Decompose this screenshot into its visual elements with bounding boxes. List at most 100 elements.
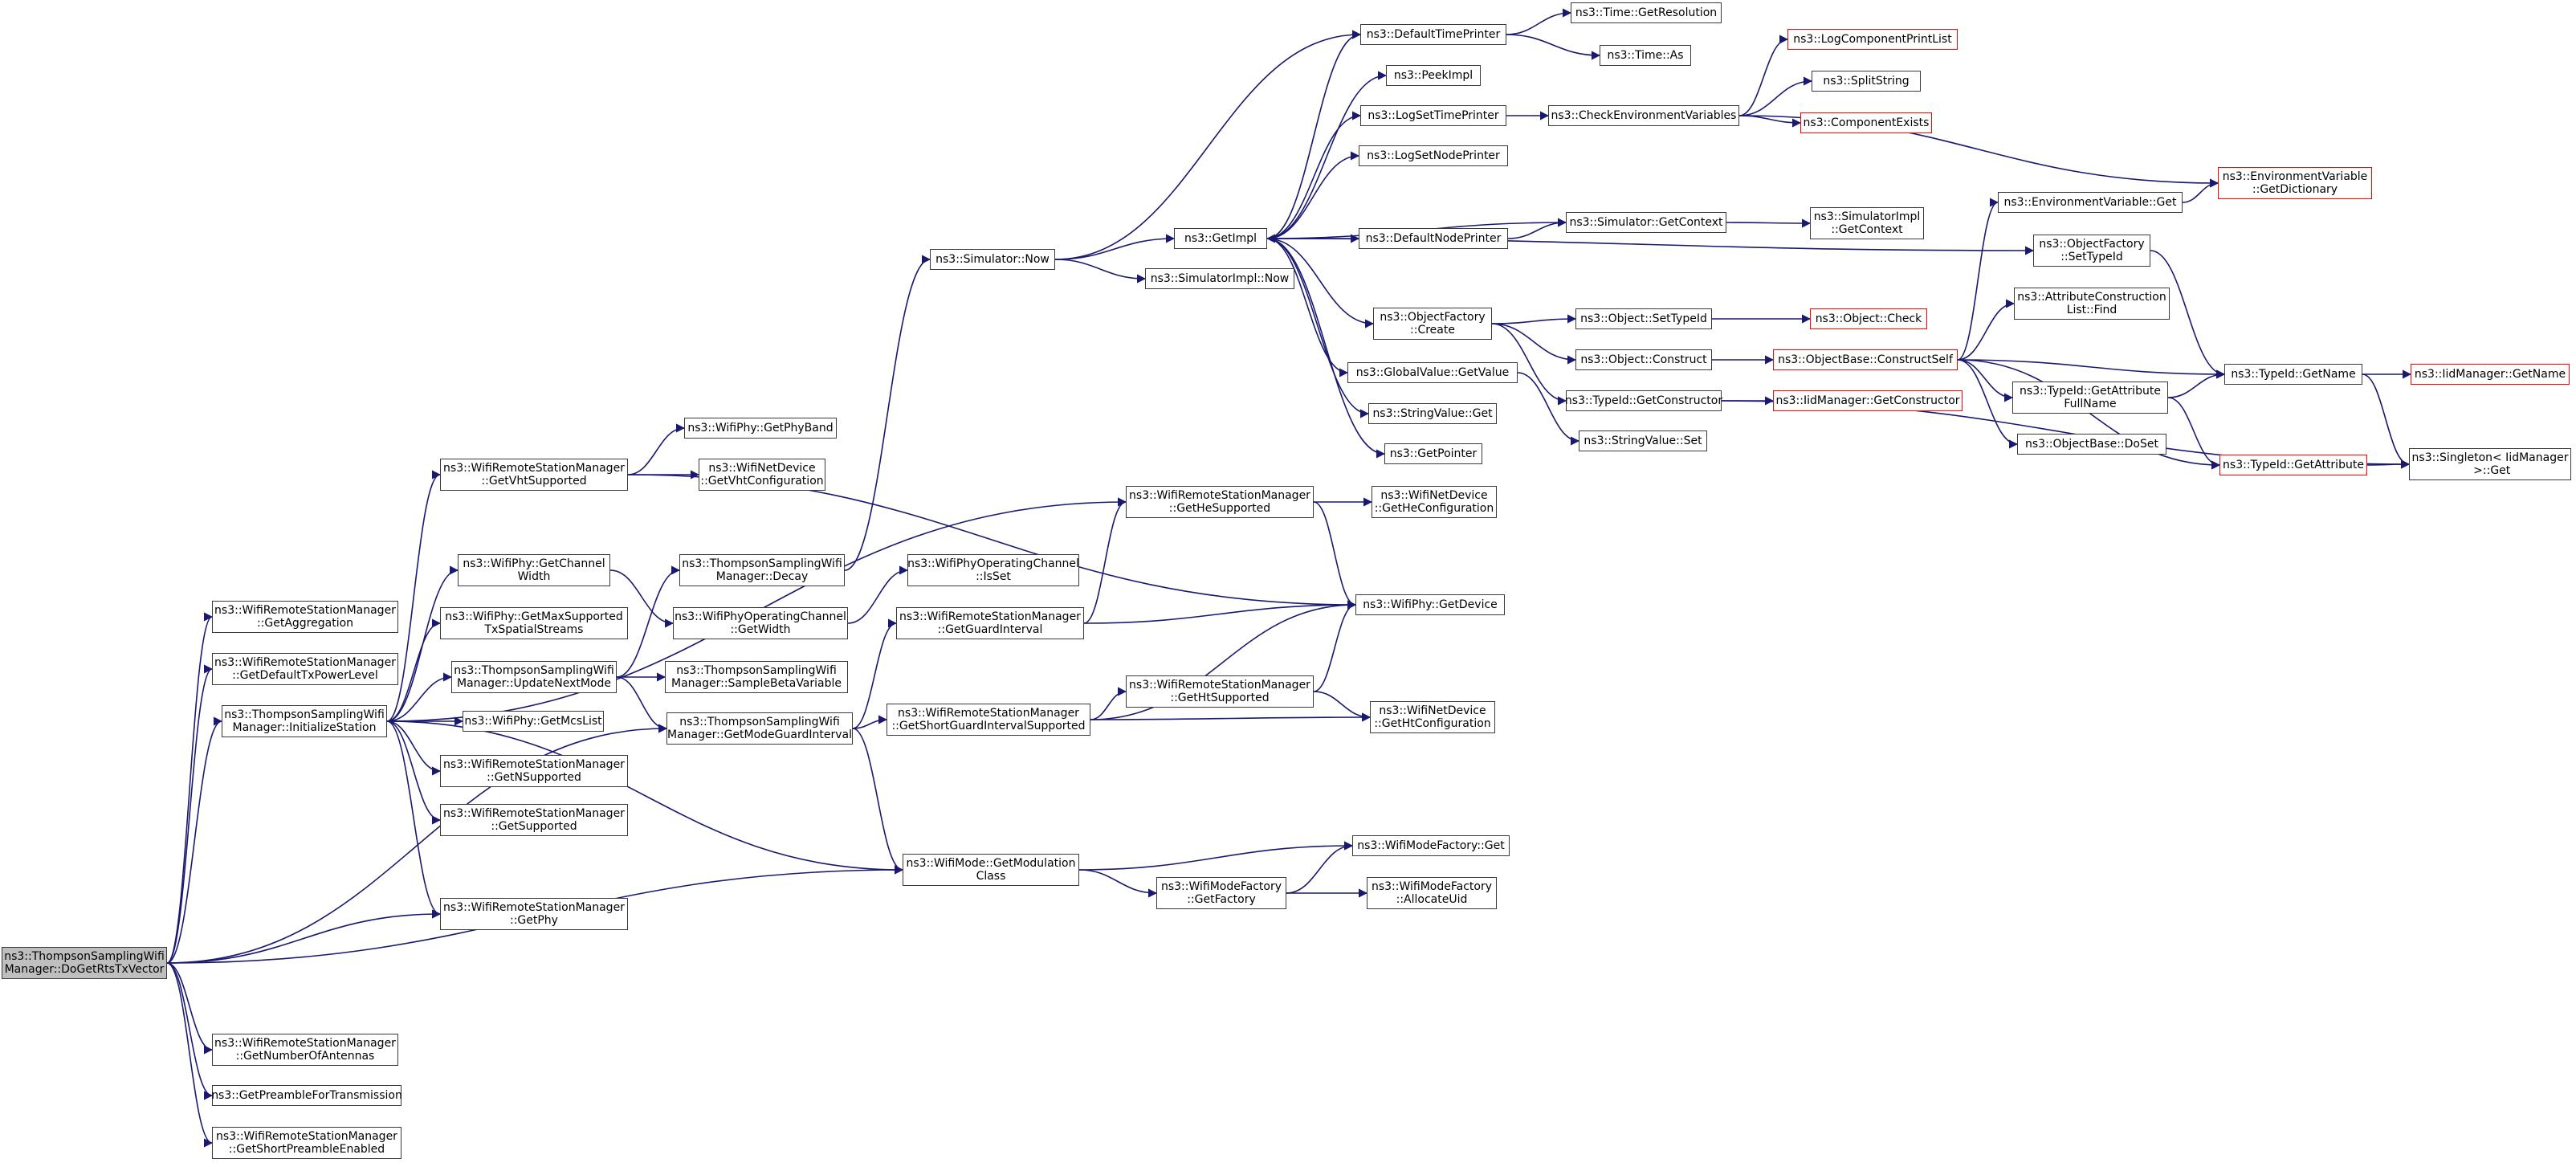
node-get-modulation-class[interactable]: ns3::WifiMode::GetModulation Class xyxy=(903,854,1079,886)
node-get-vht-configuration[interactable]: ns3::WifiNetDevice ::GetVhtConfiguration xyxy=(699,459,825,491)
call-edge-check-environment-variables-to-split-string xyxy=(1738,76,1813,116)
call-edge-get-short-guard-interval-supported-to-phy-get-device xyxy=(1090,600,1357,720)
call-edge-initialize-station-to-get-max-supported-tx-spatial-streams xyxy=(386,618,442,722)
node-log-component-print-list[interactable]: ns3::LogComponentPrintList xyxy=(1787,29,1958,50)
call-edge-get-impl-to-object-factory-create xyxy=(1266,238,1375,328)
node-get-n-supported[interactable]: ns3::WifiRemoteStationManager ::GetNSupp… xyxy=(440,755,628,787)
node-operating-channel-is-set[interactable]: ns3::WifiPhyOperatingChannel ::IsSet xyxy=(907,554,1079,586)
call-edge-mode-factory-get-factory-to-mode-factory-get xyxy=(1286,841,1354,894)
call-edge-get-short-guard-interval-supported-to-get-ht-supported xyxy=(1090,687,1127,720)
node-get-impl[interactable]: ns3::GetImpl xyxy=(1174,228,1267,249)
node-default-time-printer[interactable]: ns3::DefaultTimePrinter xyxy=(1360,24,1506,45)
node-get-phy-band[interactable]: ns3::WifiPhy::GetPhyBand xyxy=(684,418,837,439)
node-get-ht-supported[interactable]: ns3::WifiRemoteStationManager ::GetHtSup… xyxy=(1126,675,1314,708)
node-phy-get-device[interactable]: ns3::WifiPhy::GetDevice xyxy=(1355,594,1505,615)
node-simulator-now[interactable]: ns3::Simulator::Now xyxy=(930,249,1055,270)
node-mode-factory-get[interactable]: ns3::WifiModeFactory::Get xyxy=(1352,835,1510,856)
node-get-pointer[interactable]: ns3::GetPointer xyxy=(1384,443,1482,464)
node-get-vht-supported[interactable]: ns3::WifiRemoteStationManager ::GetVhtSu… xyxy=(440,459,628,491)
node-object-construct[interactable]: ns3::Object::Construct xyxy=(1575,349,1712,370)
node-global-value-get-value[interactable]: ns3::GlobalValue::GetValue xyxy=(1347,362,1518,383)
node-check-environment-variables[interactable]: ns3::CheckEnvironmentVariables xyxy=(1548,105,1739,126)
call-edge-initialize-station-to-get-supported xyxy=(386,720,442,825)
node-get-short-guard-interval-supported[interactable]: ns3::WifiRemoteStationManager ::GetShort… xyxy=(887,704,1090,736)
call-edge-root-to-get-default-tx-power-level xyxy=(166,664,214,964)
node-get-number-of-antennas[interactable]: ns3::WifiRemoteStationManager ::GetNumbe… xyxy=(212,1034,398,1066)
node-decay[interactable]: ns3::ThompsonSamplingWifi Manager::Decay xyxy=(679,554,845,586)
node-object-base-do-set[interactable]: ns3::ObjectBase::DoSet xyxy=(2017,434,2166,455)
node-object-factory-create[interactable]: ns3::ObjectFactory ::Create xyxy=(1373,308,1492,340)
node-component-exists[interactable]: ns3::ComponentExists xyxy=(1800,112,1932,133)
call-edge-get-guard-interval-to-get-he-supported xyxy=(1083,497,1127,624)
node-object-base-construct-self[interactable]: ns3::ObjectBase::ConstructSelf xyxy=(1773,349,1958,370)
call-edge-root-to-get-phy-station xyxy=(166,909,442,964)
call-edge-get-mode-guard-interval-to-get-short-guard-interval-supported xyxy=(852,715,888,729)
node-singleton-get[interactable]: ns3::Singleton< IidManager >::Get xyxy=(2409,448,2571,480)
node-get-default-tx-power-level[interactable]: ns3::WifiRemoteStationManager ::GetDefau… xyxy=(212,653,398,685)
node-iid-manager-get-name[interactable]: ns3::IidManager::GetName xyxy=(2411,364,2570,385)
node-object-factory-set-type-id[interactable]: ns3::ObjectFactory ::SetTypeId xyxy=(2033,235,2150,267)
node-string-value-set[interactable]: ns3::StringValue::Set xyxy=(1579,430,1707,451)
node-type-id-get-attribute[interactable]: ns3::TypeId::GetAttribute xyxy=(2219,455,2367,475)
call-edge-object-base-construct-self-to-type-id-get-attribute-full-name xyxy=(1957,359,2014,402)
node-get-max-supported-tx-spatial-streams[interactable]: ns3::WifiPhy::GetMaxSupported TxSpatialS… xyxy=(440,607,628,639)
node-simulator-get-context[interactable]: ns3::Simulator::GetContext xyxy=(1566,212,1726,233)
call-edge-object-base-construct-self-to-type-id-get-name xyxy=(1957,359,2226,379)
node-peek-impl[interactable]: ns3::PeekImpl xyxy=(1386,65,1481,86)
node-type-id-get-name[interactable]: ns3::TypeId::GetName xyxy=(2224,364,2362,385)
call-edge-root-to-get-preamble-for-transmission xyxy=(166,962,214,1100)
node-split-string[interactable]: ns3::SplitString xyxy=(1812,71,1921,92)
call-edge-get-impl-to-default-time-printer xyxy=(1266,30,1362,239)
node-get-mcs-list[interactable]: ns3::WifiPhy::GetMcsList xyxy=(463,711,604,732)
node-simulator-impl-get-context[interactable]: ns3::SimulatorImpl ::GetContext xyxy=(1810,207,1924,239)
node-do-get-rts-tx-vector: ns3::ThompsonSamplingWifi Manager::DoGet… xyxy=(2,947,167,979)
node-get-supported[interactable]: ns3::WifiRemoteStationManager ::GetSuppo… xyxy=(440,804,628,836)
call-edge-root-to-get-aggregation xyxy=(166,612,214,964)
node-iid-manager-get-constructor[interactable]: ns3::IidManager::GetConstructor xyxy=(1773,390,1963,411)
node-get-phy-station[interactable]: ns3::WifiRemoteStationManager ::GetPhy xyxy=(440,898,628,930)
node-get-he-supported[interactable]: ns3::WifiRemoteStationManager ::GetHeSup… xyxy=(1126,486,1314,518)
call-edge-get-ht-supported-to-ht-configuration xyxy=(1313,691,1372,722)
node-get-preamble-for-transmission[interactable]: ns3::GetPreambleForTransmission xyxy=(211,1085,402,1106)
node-attribute-construction-list-find[interactable]: ns3::AttributeConstruction List::Find xyxy=(2014,288,2170,320)
call-edge-get-impl-to-global-value-get-value xyxy=(1266,238,1349,377)
call-edge-object-base-construct-self-to-object-base-do-set xyxy=(1957,359,2019,449)
call-edge-initialize-station-to-get-phy-station xyxy=(386,720,442,919)
node-time-get-resolution[interactable]: ns3::Time::GetResolution xyxy=(1571,2,1722,23)
node-environment-variable-get-dictionary[interactable]: ns3::EnvironmentVariable ::GetDictionary xyxy=(2218,167,2372,199)
call-edge-default-time-printer-to-time-as xyxy=(1506,34,1601,60)
node-get-aggregation[interactable]: ns3::WifiRemoteStationManager ::GetAggre… xyxy=(212,601,398,633)
call-edge-type-id-get-attribute-to-singleton-get xyxy=(2366,459,2411,469)
node-ht-configuration[interactable]: ns3::WifiNetDevice ::GetHtConfiguration xyxy=(1370,701,1495,733)
node-operating-channel-get-width[interactable]: ns3::WifiPhyOperatingChannel ::GetWidth xyxy=(673,607,848,639)
node-string-value-get[interactable]: ns3::StringValue::Get xyxy=(1368,403,1497,424)
call-edge-get-impl-to-get-pointer xyxy=(1266,238,1386,459)
node-get-guard-interval[interactable]: ns3::WifiRemoteStationManager ::GetGuard… xyxy=(896,607,1084,639)
node-object-check[interactable]: ns3::Object::Check xyxy=(1810,308,1927,329)
call-edge-get-short-guard-interval-supported-to-ht-configuration xyxy=(1090,712,1372,722)
node-update-next-mode[interactable]: ns3::ThompsonSamplingWifi Manager::Updat… xyxy=(451,661,617,693)
node-get-channel-width[interactable]: ns3::WifiPhy::GetChannel Width xyxy=(458,554,610,586)
call-edge-initialize-station-to-get-n-supported xyxy=(386,720,442,776)
node-get-mode-guard-interval[interactable]: ns3::ThompsonSamplingWifi Manager::GetMo… xyxy=(666,712,853,745)
node-log-set-time-printer[interactable]: ns3::LogSetTimePrinter xyxy=(1360,105,1506,126)
node-simulator-impl-now[interactable]: ns3::SimulatorImpl::Now xyxy=(1145,268,1294,289)
node-mode-factory-get-factory[interactable]: ns3::WifiModeFactory ::GetFactory xyxy=(1156,877,1286,909)
call-edge-type-id-get-attribute-full-name-to-type-id-get-attribute xyxy=(2167,397,2221,470)
node-type-id-get-constructor[interactable]: ns3::TypeId::GetConstructor xyxy=(1565,390,1722,411)
node-allocate-uid[interactable]: ns3::WifiModeFactory ::AllocateUid xyxy=(1367,877,1497,909)
node-sample-beta-variable[interactable]: ns3::ThompsonSamplingWifi Manager::Sampl… xyxy=(665,661,848,693)
call-edge-get-impl-to-peek-impl xyxy=(1266,71,1388,239)
node-initialize-station[interactable]: ns3::ThompsonSamplingWifi Manager::Initi… xyxy=(222,705,387,737)
node-time-as[interactable]: ns3::Time::As xyxy=(1600,45,1691,66)
node-log-set-node-printer[interactable]: ns3::LogSetNodePrinter xyxy=(1359,145,1508,166)
call-edge-get-mode-guard-interval-to-get-guard-interval xyxy=(852,618,898,729)
call-edge-type-id-get-attribute-full-name-to-type-id-get-name xyxy=(2167,369,2226,398)
node-default-node-printer[interactable]: ns3::DefaultNodePrinter xyxy=(1359,228,1508,249)
node-he-configuration[interactable]: ns3::WifiNetDevice ::GetHeConfiguration xyxy=(1372,486,1497,518)
call-edge-default-node-printer-to-simulator-get-context xyxy=(1507,218,1567,239)
node-object-set-type-id[interactable]: ns3::Object::SetTypeId xyxy=(1575,308,1712,329)
node-type-id-get-attribute-full-name[interactable]: ns3::TypeId::GetAttribute FullName xyxy=(2012,382,2168,414)
node-get-short-preamble-enabled[interactable]: ns3::WifiRemoteStationManager ::GetShort… xyxy=(212,1127,401,1159)
node-environment-variable-get[interactable]: ns3::EnvironmentVariable::Get xyxy=(1998,192,2183,213)
